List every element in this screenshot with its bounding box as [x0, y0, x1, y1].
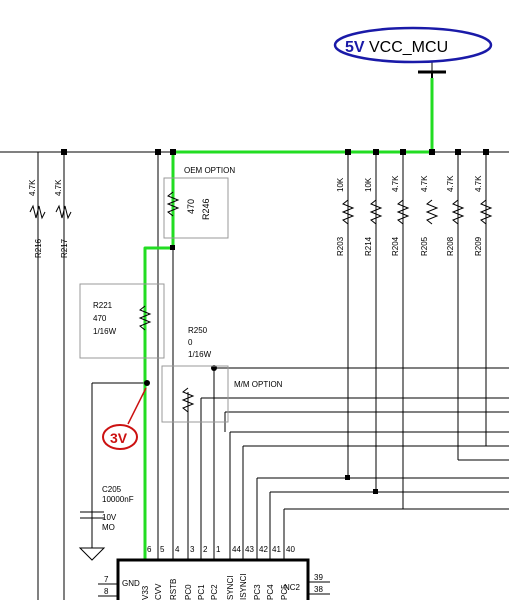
- ic-pin-name: CVV: [154, 583, 163, 600]
- ic-pin-number: 38: [314, 585, 323, 594]
- left-resistor-ref: R216: [34, 238, 43, 258]
- highlight-trace: [143, 78, 434, 560]
- left-resistor-labels: 4.7K R216 4.7K R217: [28, 179, 69, 258]
- ic-pin-name: PC0: [184, 584, 193, 600]
- r250-value: 0: [188, 338, 193, 347]
- mm-option-label: M/M OPTION: [234, 380, 283, 389]
- c205-ref: C205: [102, 485, 122, 494]
- pullup-resistor-ref: R203: [336, 236, 345, 256]
- mcu-ic-body: [116, 558, 310, 600]
- ic-pin-name: RSTB: [169, 579, 178, 600]
- ic-pin-name: V33: [141, 585, 150, 600]
- ic-pin-name: PC5: [280, 584, 289, 600]
- left-resistor-ref: R217: [60, 238, 69, 258]
- mm-option-box: [161, 365, 229, 423]
- ic-pin-number: 40: [286, 545, 295, 554]
- ic-pin-number: 4: [175, 545, 180, 554]
- ic-pin-name: ISYNCI: [239, 573, 248, 600]
- ic-side-pins: [98, 581, 330, 597]
- vcc-net-name: VCC_MCU: [369, 39, 448, 56]
- ground-symbol: [78, 540, 106, 561]
- ic-pin-number: 43: [245, 545, 254, 554]
- capacitor-c205: [80, 511, 104, 519]
- ic-pin-number: 7: [104, 575, 109, 584]
- ic-pin-name: PC1: [197, 584, 206, 600]
- pullup-resistor-value: 10K: [364, 177, 373, 192]
- pullup-resistor-value: 4.7K: [420, 175, 429, 192]
- vcc-voltage: 5V: [345, 39, 365, 56]
- pullup-resistor-ref: R214: [364, 236, 373, 256]
- ic-pin-number: 6: [147, 545, 152, 554]
- ic-pin-number: 8: [104, 587, 109, 596]
- callout-3v: 3V: [102, 424, 138, 450]
- resistor-symbols: [29, 191, 493, 413]
- ic-pin-name: SYNCI: [226, 576, 235, 600]
- c205-value: 10000nF: [102, 495, 134, 504]
- callout-3v-arrow: [127, 387, 147, 425]
- left-resistor-value: 4.7K: [54, 179, 63, 196]
- left-resistor-value: 4.7K: [28, 179, 37, 196]
- pullup-resistor-value: 4.7K: [474, 175, 483, 192]
- ic-pin-number: 39: [314, 573, 323, 582]
- ic-pin-number: 2: [203, 545, 208, 554]
- pullup-resistor-ref: R209: [474, 236, 483, 256]
- ic-pin-name: GND: [122, 579, 140, 588]
- oem-option-box: [163, 177, 229, 239]
- ic-pin-number: 41: [272, 545, 281, 554]
- ic-pin-name: NC2: [284, 583, 301, 592]
- ic-pin-number: 44: [232, 545, 241, 554]
- ic-pin-name: PC4: [266, 584, 275, 600]
- junction-dots: [61, 149, 489, 494]
- r246-ref: R246: [201, 198, 211, 220]
- r221-value: 470: [93, 314, 107, 323]
- oem-option-label: OEM OPTION: [184, 166, 235, 175]
- r246-value: 470: [186, 199, 196, 214]
- callout-3v-text: 3V: [110, 430, 128, 446]
- ic-pin-number: 5: [160, 545, 165, 554]
- c205-voltage: 10V: [102, 513, 117, 522]
- pullup-resistor-ref: R208: [446, 236, 455, 256]
- r250-ref: R250: [188, 326, 208, 335]
- pullup-resistor-ref: R204: [391, 236, 400, 256]
- ic-pin-name: PC3: [253, 584, 262, 600]
- ic-pin-number: 1: [216, 545, 221, 554]
- r250-power: 1/16W: [188, 350, 212, 359]
- r221-power: 1/16W: [93, 327, 117, 336]
- vcc-label-ellipse: [333, 26, 493, 64]
- pullup-resistor-value: 4.7K: [391, 175, 400, 192]
- r221-ref: R221: [93, 301, 113, 310]
- pullup-resistor-value: 4.7K: [446, 175, 455, 192]
- pullup-resistor-ref: R205: [420, 236, 429, 256]
- ic-pin-number: 42: [259, 545, 268, 554]
- ic-pin-number: 3: [190, 545, 195, 554]
- pullup-resistor-labels: 10K R203 10K R214 4.7K R204 4.7K R205 4.7K R208 4.…: [336, 175, 483, 256]
- ic-pin-name: PC2: [210, 584, 219, 600]
- c205-type: MO: [102, 523, 115, 532]
- r221-box: [79, 283, 165, 359]
- pullup-resistor-value: 10K: [336, 177, 345, 192]
